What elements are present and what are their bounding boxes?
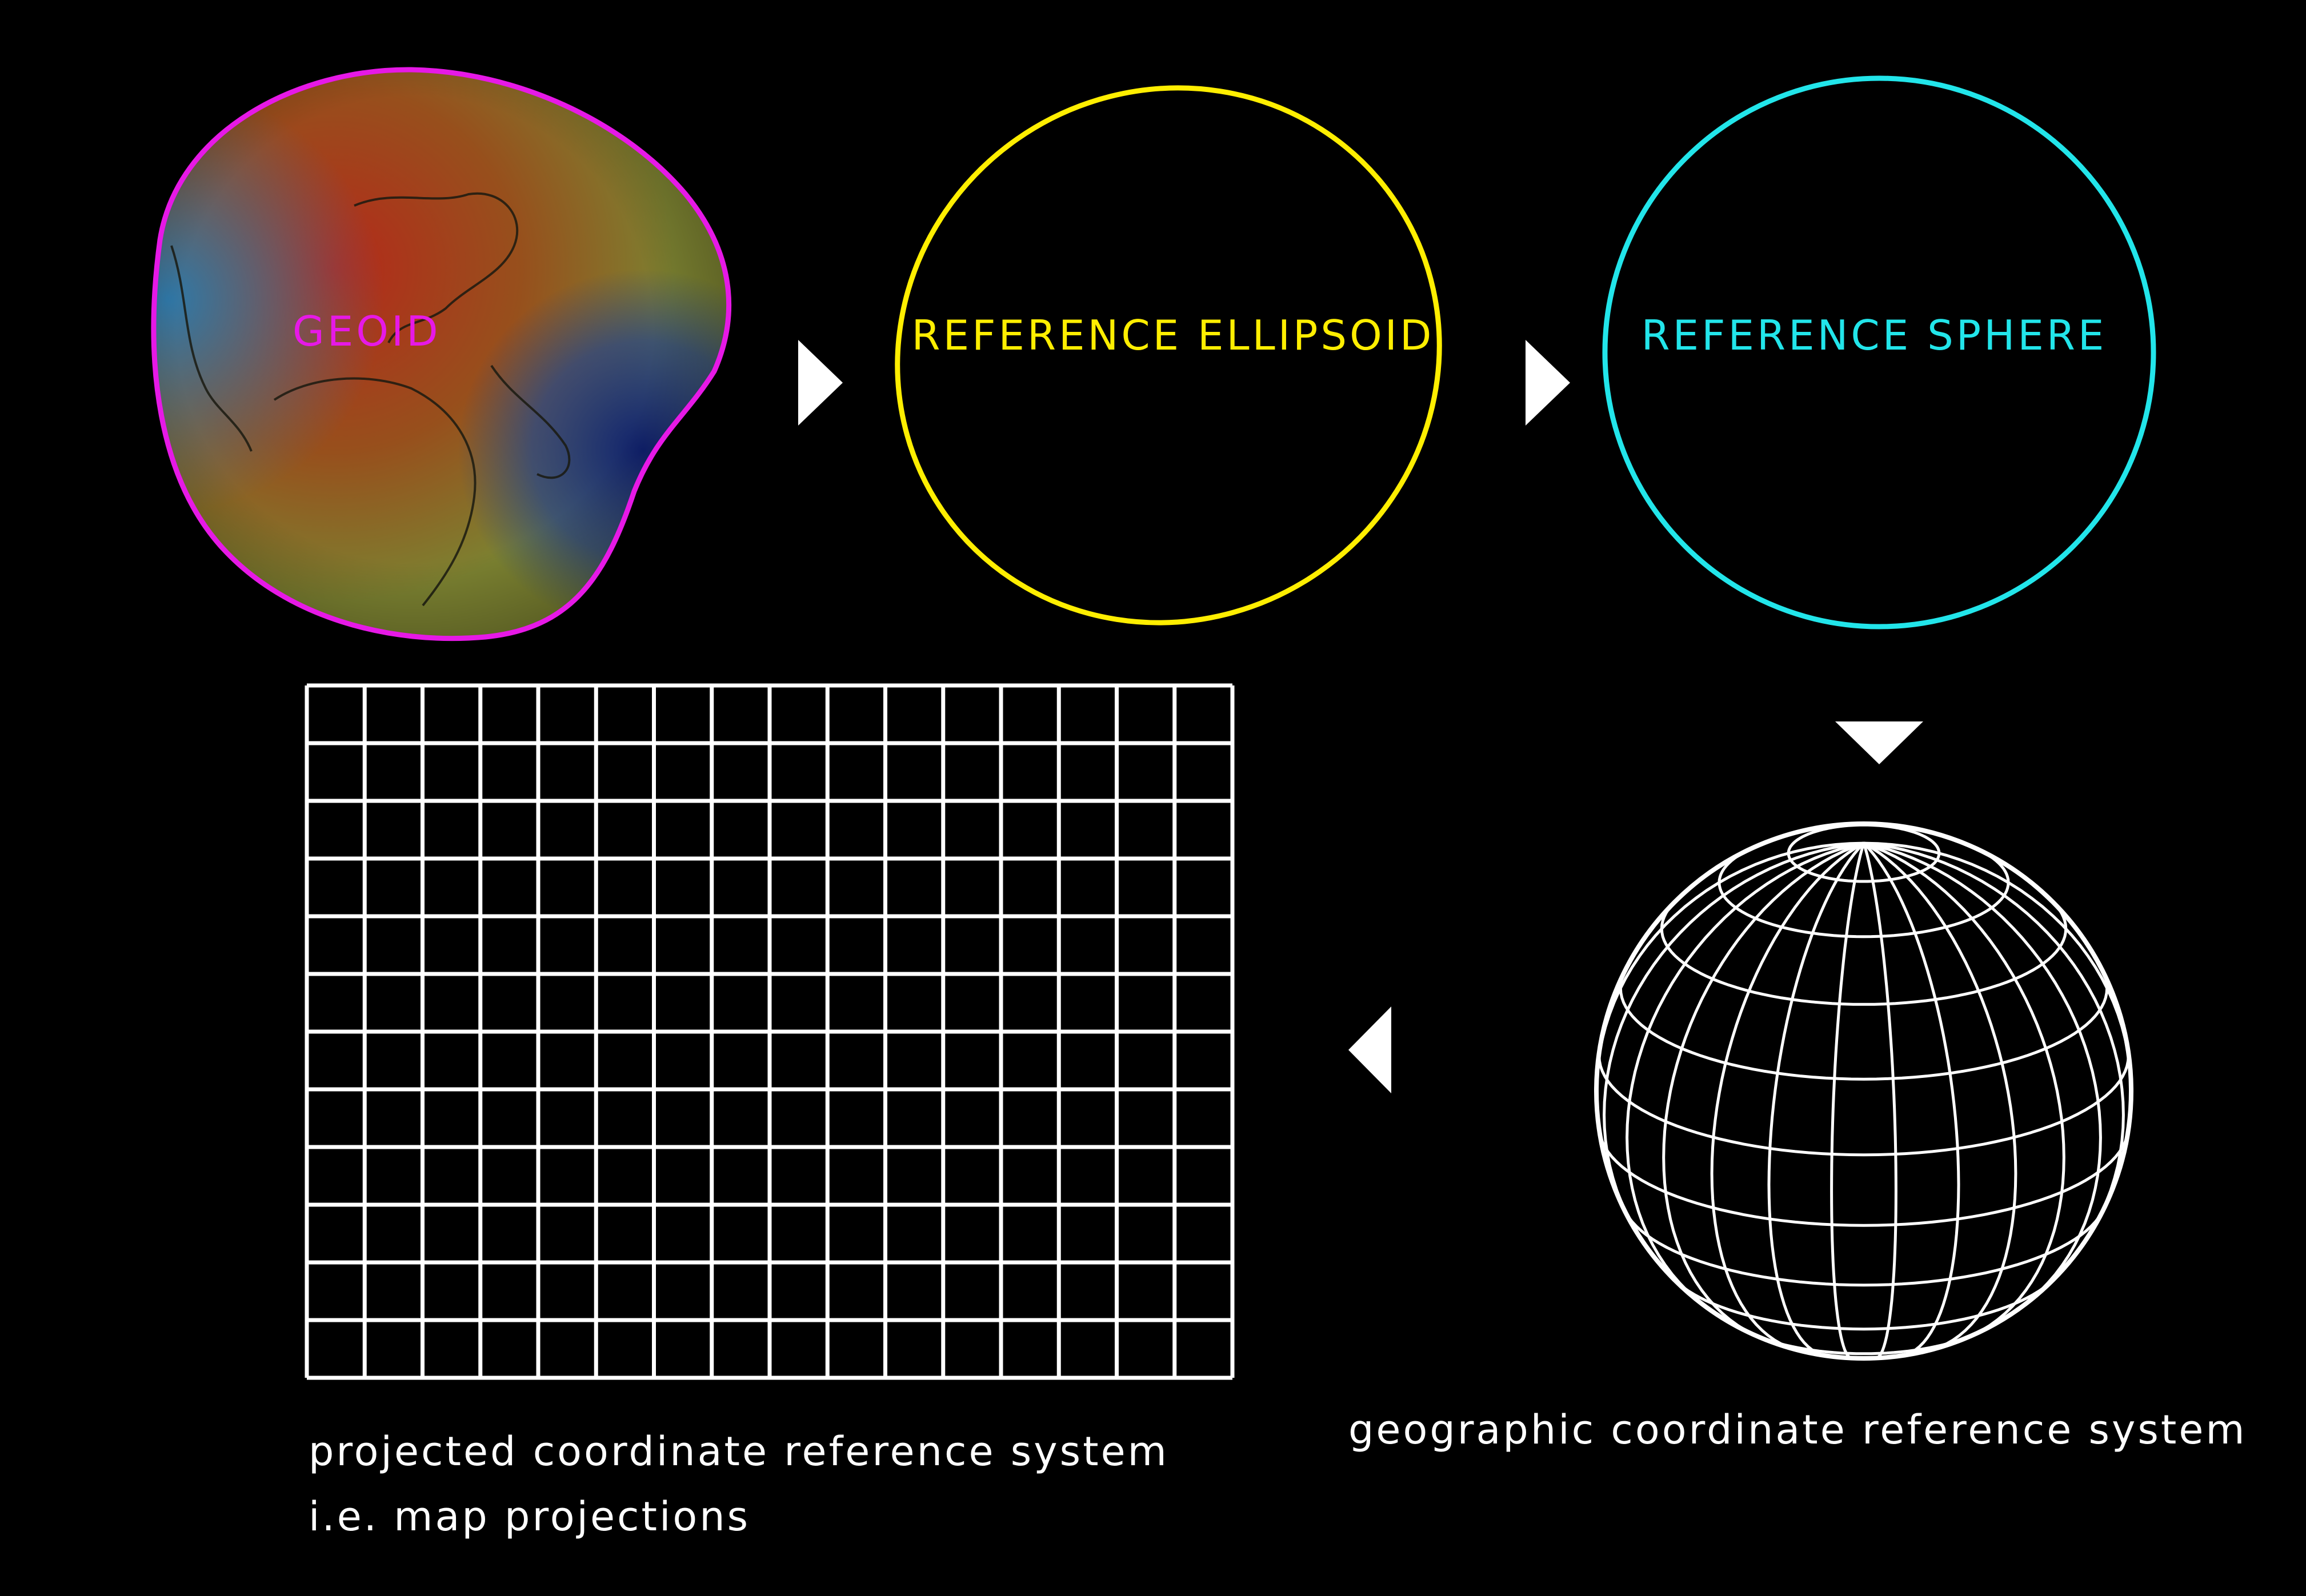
reference-sphere-outline <box>1602 75 2156 629</box>
globe-parallel-line <box>1660 900 2068 1006</box>
globe-parallel-line <box>1619 973 2109 1081</box>
globe-meridian-line <box>1662 841 1864 1337</box>
globe-parallel-line <box>1598 1050 2130 1157</box>
arrow-left-icon <box>1348 1006 1391 1093</box>
geographic-crs-caption: geographic coordinate reference system <box>1348 1406 2247 1453</box>
globe-meridian-line <box>1862 843 1897 1360</box>
geoid-surface <box>154 69 729 639</box>
reference-ellipsoid-group: REFERENCE ELLIPSOID <box>895 85 1442 625</box>
globe-meridian-line <box>1863 841 2133 1092</box>
globe-parallel-line <box>1787 823 1941 883</box>
arrow-right-icon <box>798 340 843 426</box>
graticule-globe <box>1594 821 2133 1361</box>
reference-ellipsoid-label: REFERENCE ELLIPSOID <box>912 311 1435 359</box>
geoid-group: GEOID <box>151 67 732 641</box>
globe-meridian-line <box>1863 842 1960 1357</box>
arrow-right-icon <box>1526 340 1570 426</box>
reference-sphere-label: REFERENCE SPHERE <box>1642 311 2107 359</box>
geoid-outline <box>151 67 732 641</box>
globe-parallel-line <box>1598 1131 2130 1227</box>
globe-parallel-line <box>1624 1212 2103 1287</box>
arrow-down-icon <box>1835 721 1923 764</box>
globe-meridian-line <box>1863 841 2125 1237</box>
reference-ellipsoid-outline <box>895 85 1442 625</box>
projected-crs-caption: projected coordinate reference system <box>309 1428 1169 1475</box>
globe-meridian-line <box>1595 841 1864 1092</box>
globe-meridian-line <box>1710 841 1865 1351</box>
globe-parallel-line <box>1718 847 2010 939</box>
globe-meridian-line <box>1603 841 1864 1237</box>
globe-parallel-line <box>1674 1279 2053 1331</box>
geoid-label: GEOID <box>293 307 441 355</box>
projected-grid <box>305 683 1235 1380</box>
reference-sphere-group: REFERENCE SPHERE <box>1602 75 2156 629</box>
globe-meridian-line <box>1767 842 1865 1357</box>
projected-crs-subcaption: i.e. map projections <box>309 1493 751 1540</box>
globe-meridian-line <box>1863 841 2017 1351</box>
globe-meridian-line <box>1830 843 1865 1360</box>
globe-meridian-line <box>1863 841 2065 1337</box>
globe-parallel-line <box>1751 1332 1977 1356</box>
